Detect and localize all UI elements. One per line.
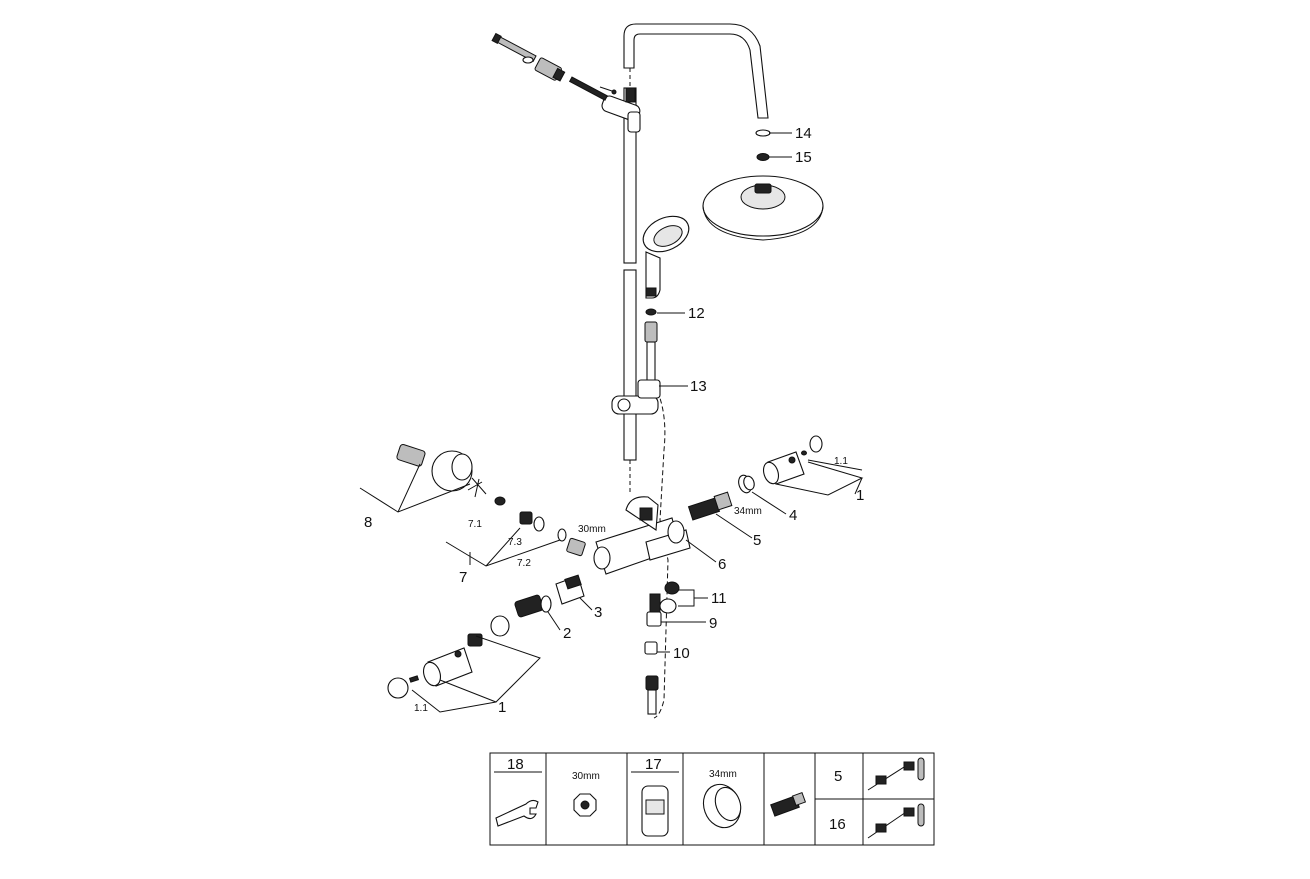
callout-7-2: 7.2 [517, 558, 531, 569]
socket-tool-icon [641, 785, 669, 837]
callout-1-upper: 1 [856, 487, 864, 504]
head-shower [702, 129, 824, 241]
diverter-parts [644, 581, 680, 715]
callout-14: 14 [795, 125, 812, 142]
callout-1-lower: 1 [498, 699, 506, 716]
rail-slider [611, 379, 661, 415]
flow-handle [387, 615, 510, 699]
check-valve [555, 574, 585, 605]
callout-1-1-lower: 1.1 [414, 703, 428, 714]
callout-7-1: 7.1 [468, 519, 482, 530]
legend-table: 18 30mm 17 34mm 5 16 [489, 752, 935, 846]
wrench-icon [495, 799, 539, 827]
connection-parts [494, 496, 586, 557]
callout-10: 10 [673, 645, 690, 662]
callout-3: 3 [594, 604, 602, 621]
callout-7: 7 [459, 569, 467, 586]
callout-7-3: 7.3 [508, 537, 522, 548]
leader-lines [359, 132, 864, 713]
callout-labels: 14 15 12 13 1 1.1 4 34mm 5 6 8 7.1 7.3 7… [364, 125, 864, 716]
legend-5: 5 [834, 768, 842, 785]
hand-shower [642, 215, 690, 383]
callout-13: 13 [690, 378, 707, 395]
shower-hose [653, 383, 669, 719]
legend-18: 18 [507, 756, 524, 773]
callout-11: 11 [711, 590, 727, 607]
callout-5: 5 [753, 532, 761, 549]
callout-1-1-upper: 1.1 [834, 456, 848, 467]
outlet-adapter [396, 443, 487, 498]
thermostat-body [593, 496, 691, 575]
legend-34mm: 34mm [709, 769, 737, 780]
thermo-cartridge-icon-5 [867, 757, 925, 791]
callout-8: 8 [364, 514, 372, 531]
legend-30mm: 30mm [572, 771, 600, 782]
callout-6: 6 [718, 556, 726, 573]
callout-34mm-upper: 34mm [734, 506, 762, 517]
legend-16: 16 [829, 816, 846, 833]
temperature-handle [762, 435, 823, 485]
callout-15: 15 [795, 149, 812, 166]
wall-bracket [491, 32, 641, 133]
callout-30mm-upper: 30mm [578, 524, 606, 535]
ring-34mm [738, 474, 755, 494]
callout-4: 4 [789, 507, 797, 524]
thermo-cartridge [687, 491, 733, 521]
cartridge-icon [770, 791, 807, 817]
callout-2: 2 [563, 625, 571, 642]
legend-17: 17 [645, 756, 662, 773]
shut-off-cartridge [514, 594, 552, 618]
callout-12: 12 [688, 305, 705, 322]
thermo-cartridge-icon-16 [867, 803, 925, 839]
ring-34mm-icon [702, 783, 742, 829]
callout-9: 9 [709, 615, 717, 632]
nut-30mm-icon [573, 793, 597, 817]
